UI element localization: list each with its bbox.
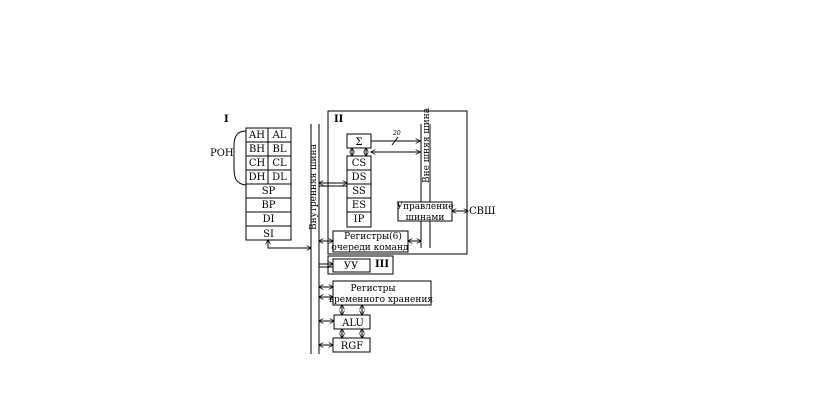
internal-bus-label: Внутренняя шина: [309, 143, 319, 230]
temp-registers-line1: Регистры: [350, 284, 395, 294]
register-ds: DS: [352, 172, 367, 183]
external-bus-label: Вне шняя шина: [422, 107, 432, 183]
segment-registers-table: CS DS SS ES IP: [346, 155, 372, 228]
sigma-label: Σ: [355, 137, 362, 148]
instruction-queue-line1: Регистры(6): [344, 231, 402, 242]
bus-control-line1: Управление: [396, 202, 453, 212]
register-dh: DH: [249, 172, 266, 183]
rgf-label: RGF: [341, 341, 364, 352]
instruction-queue-line2: очереди команд: [331, 243, 409, 253]
register-cs: CS: [352, 158, 367, 169]
register-dl: DL: [272, 172, 287, 183]
control-unit-label: УУ: [344, 261, 359, 272]
si-bus-connection: [268, 240, 311, 248]
temp-registers-line2: временного хранения: [329, 295, 433, 305]
alu-label: ALU: [341, 318, 364, 329]
temp-registers-box: [332, 280, 432, 306]
register-bp: BP: [261, 200, 275, 211]
register-bl: BL: [273, 144, 287, 155]
block-1-label: I: [224, 114, 229, 125]
register-ch: CH: [249, 158, 266, 169]
general-registers-brace: [233, 130, 247, 186]
general-registers-label: РОН: [210, 148, 234, 159]
register-ah: AH: [248, 130, 265, 141]
register-es: ES: [352, 200, 366, 211]
register-di: DI: [263, 214, 275, 225]
register-ip: IP: [354, 214, 365, 225]
bus-width-label: 20: [392, 130, 401, 137]
system-bus-label: СВШ: [469, 206, 495, 217]
register-si: SI: [263, 229, 274, 240]
general-registers-table: AH AL BH BL CH CL DH DL SP BP DI SI: [245, 127, 292, 241]
register-ss: SS: [352, 186, 366, 197]
bus-control-line2: шинами: [406, 213, 445, 223]
register-bh: BH: [249, 144, 265, 155]
register-cl: CL: [272, 158, 287, 169]
register-sp: SP: [262, 186, 276, 197]
register-al: AL: [272, 130, 287, 141]
block-3-label: III: [375, 259, 389, 270]
block-2-label: II: [334, 114, 344, 125]
bus-width-tick: [391, 136, 399, 146]
